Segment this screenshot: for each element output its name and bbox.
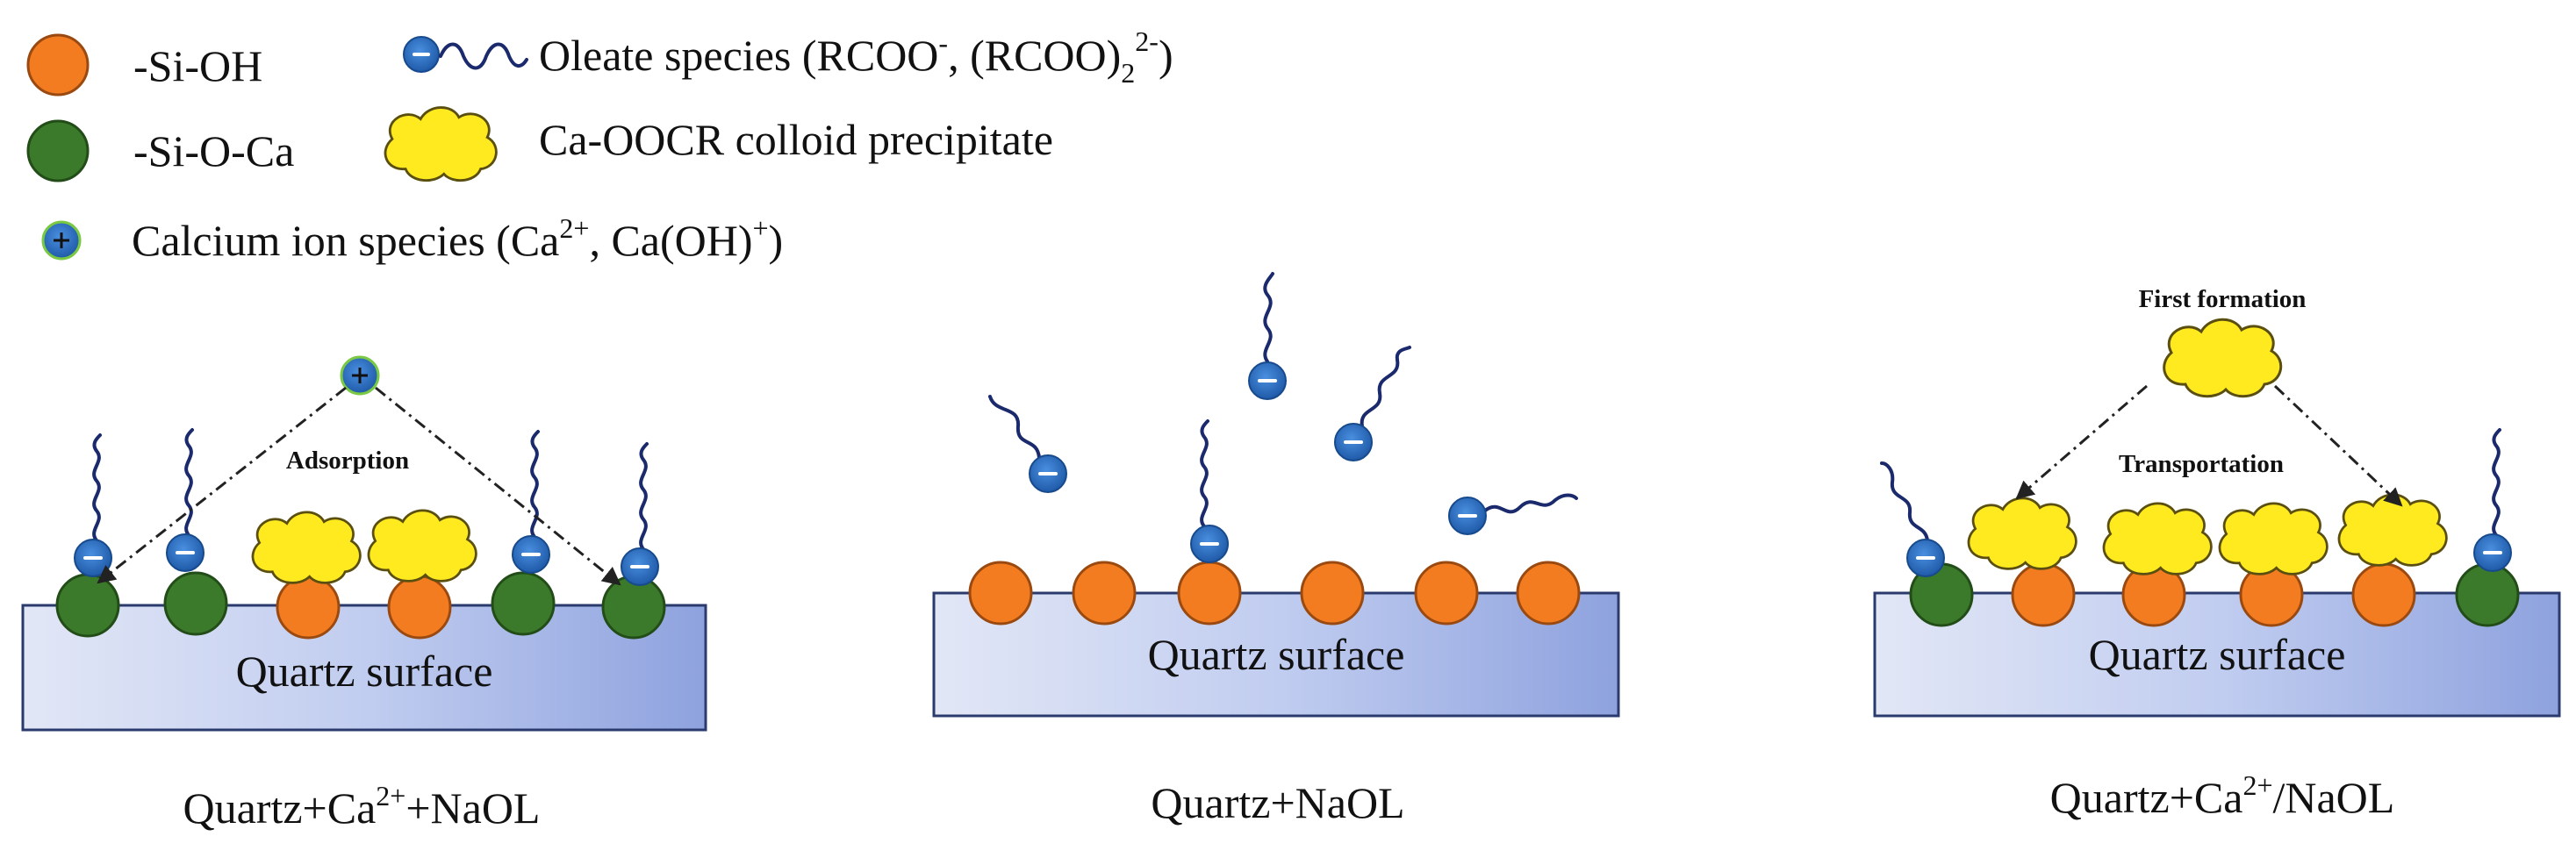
oleate-ion — [620, 442, 660, 587]
colloid-precipitate — [2163, 318, 2283, 398]
site-si-o-ca — [491, 571, 556, 636]
site-si-oh — [1516, 561, 1581, 626]
site-si-oh — [1300, 561, 1365, 626]
oleate-ion — [1447, 493, 1578, 536]
colloid-precipitate — [2218, 502, 2328, 575]
site-si-oh — [968, 561, 1033, 626]
site-si-o-ca — [163, 571, 228, 636]
panel-quartz-naol: Quartz surface Quartz+NaOL — [932, 272, 1620, 827]
legend-calcium-ion-label: Calcium ion species (Ca2+, Ca(OH)+) — [132, 212, 783, 265]
oleate-ion — [2472, 428, 2513, 573]
site-si-oh — [387, 575, 452, 640]
oleate-ion — [73, 433, 113, 578]
legend-colloid-label: Ca-OOCR colloid precipitate — [539, 115, 1053, 164]
first-formation-label: First formation — [2139, 285, 2307, 313]
quartz-surface-slab — [932, 591, 1620, 718]
adsorption-arrow-right — [375, 386, 621, 586]
oleate-ion — [165, 428, 205, 573]
legend: -Si-OH -Si-O-Ca Calcium ion species (Ca2… — [26, 25, 1173, 265]
quartz-surface-slab — [21, 604, 707, 732]
adsorption-label: Adsorption — [286, 447, 409, 475]
surface-label: Quartz surface — [2089, 630, 2346, 679]
site-si-oh — [1072, 561, 1137, 626]
legend-si-oh-marker — [26, 33, 90, 97]
colloid-precipitate — [1967, 497, 2077, 570]
legend-colloid-marker — [384, 106, 498, 182]
legend-oleate-label: Oleate species (RCOO-, (RCOO)22-) — [539, 25, 1173, 89]
oleate-ion — [1333, 346, 1411, 462]
panel-quartz-ca-slash-naol: Quartz surface First formation Transport… — [1873, 285, 2561, 822]
panel-caption: Quartz+Ca2+/NaOL — [2050, 769, 2395, 822]
site-si-oh — [276, 575, 341, 640]
transportation-label: Transportation — [2119, 450, 2284, 478]
site-si-oh — [2011, 562, 2076, 627]
transport-arrow-left — [2015, 384, 2148, 500]
colloid-precipitate — [2337, 493, 2448, 567]
adsorption-arrow-left — [97, 386, 347, 584]
surface-label: Quartz surface — [236, 647, 493, 696]
site-si-oh — [1177, 561, 1242, 626]
colloid-precipitate — [251, 511, 362, 584]
oleate-ion — [1247, 272, 1288, 401]
site-si-o-ca — [2455, 562, 2520, 627]
site-si-oh — [2351, 562, 2416, 627]
colloid-precipitate — [2102, 502, 2213, 575]
legend-si-o-ca-label: -Si-O-Ca — [133, 126, 294, 175]
surface-label: Quartz surface — [1148, 630, 1405, 679]
legend-oleate-marker — [403, 36, 528, 73]
site-si-o-ca — [601, 575, 666, 640]
legend-si-o-ca-marker — [26, 119, 90, 182]
oleate-ion — [1189, 419, 1230, 564]
legend-calcium-ion-marker — [41, 220, 82, 261]
oleate-ion — [1880, 461, 1946, 578]
oleate-ion — [988, 395, 1068, 494]
colloid-precipitate — [367, 509, 477, 583]
site-si-o-ca — [55, 573, 120, 638]
transport-arrow-right — [2273, 384, 2403, 507]
site-si-oh — [1414, 561, 1479, 626]
panel-quartz-ca-naol: Quartz surface Adsorption Quartz+Ca2++Na… — [21, 355, 707, 833]
legend-si-oh-label: -Si-OH — [133, 41, 262, 90]
panel-caption: Quartz+NaOL — [1151, 778, 1404, 827]
calcium-ion — [340, 355, 380, 396]
quartz-surface-slab — [1873, 591, 2561, 718]
panel-caption: Quartz+Ca2++NaOL — [183, 780, 541, 833]
